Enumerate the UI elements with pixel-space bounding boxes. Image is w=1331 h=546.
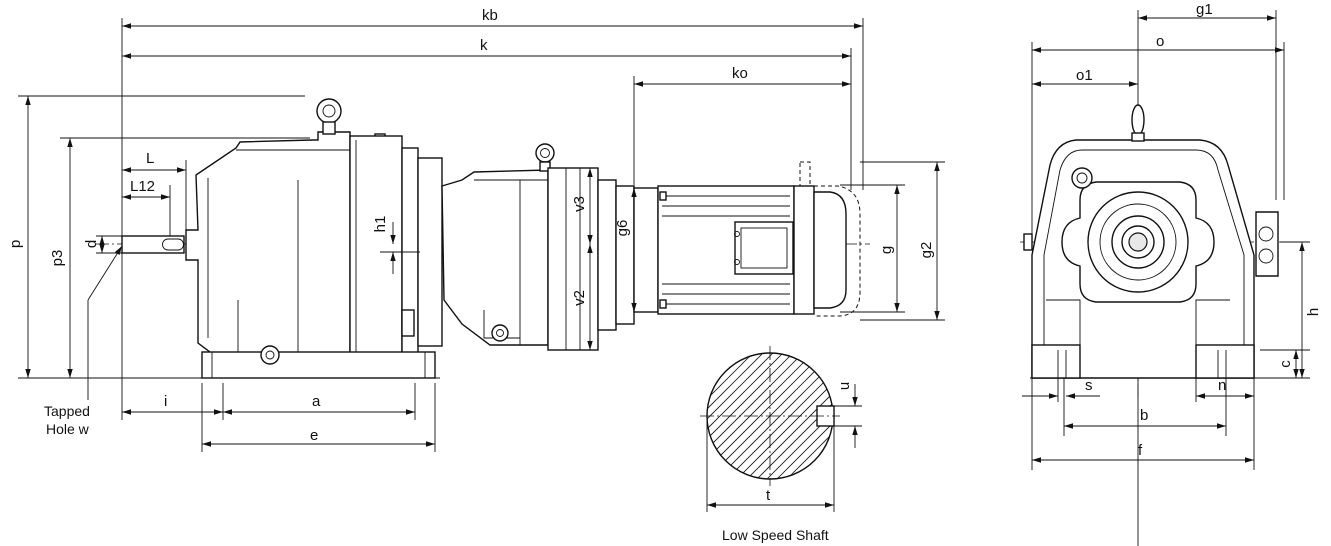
- dim-label-t: t: [766, 487, 771, 504]
- dim-label-g1: g1: [1196, 1, 1213, 18]
- dim-label-l12: L12: [130, 178, 155, 195]
- side-view: [18, 18, 945, 452]
- low-speed-shaft-section: [700, 346, 862, 512]
- dim-label-v3: v3: [571, 196, 588, 212]
- dim-label-a: a: [312, 393, 321, 410]
- end-view: [1020, 10, 1310, 546]
- dim-label-v2: v2: [571, 290, 588, 306]
- dim-label-k: k: [480, 37, 488, 54]
- dim-label-u: u: [836, 382, 853, 390]
- dim-label-ko: ko: [732, 65, 748, 82]
- section-caption: Low Speed Shaft: [722, 527, 829, 543]
- dim-label-i: i: [164, 393, 167, 410]
- dim-label-d: d: [83, 240, 100, 248]
- dim-label-e: e: [310, 427, 318, 444]
- dim-label-c: c: [1277, 360, 1294, 368]
- dim-label-s: s: [1085, 377, 1093, 394]
- dim-label-g6: g6: [614, 220, 631, 237]
- dim-label-kb: kb: [482, 7, 498, 24]
- dim-label-l: L: [146, 150, 154, 167]
- dim-label-p3: p3: [49, 250, 66, 267]
- tapped-hole-note-line1: Tapped: [44, 403, 90, 419]
- dim-label-h: h: [1305, 308, 1322, 316]
- dim-label-f: f: [1138, 442, 1143, 459]
- dim-label-g: g: [878, 246, 895, 254]
- dim-label-b: b: [1140, 407, 1148, 424]
- dim-label-o1: o1: [1076, 67, 1093, 84]
- dim-label-h1: h1: [372, 216, 389, 233]
- dim-label-p: p: [7, 240, 24, 248]
- dim-label-o: o: [1156, 33, 1164, 50]
- dim-label-n: n: [1218, 377, 1226, 394]
- tapped-hole-note-line2: Hole w: [46, 421, 90, 437]
- dim-label-g2: g2: [918, 242, 935, 259]
